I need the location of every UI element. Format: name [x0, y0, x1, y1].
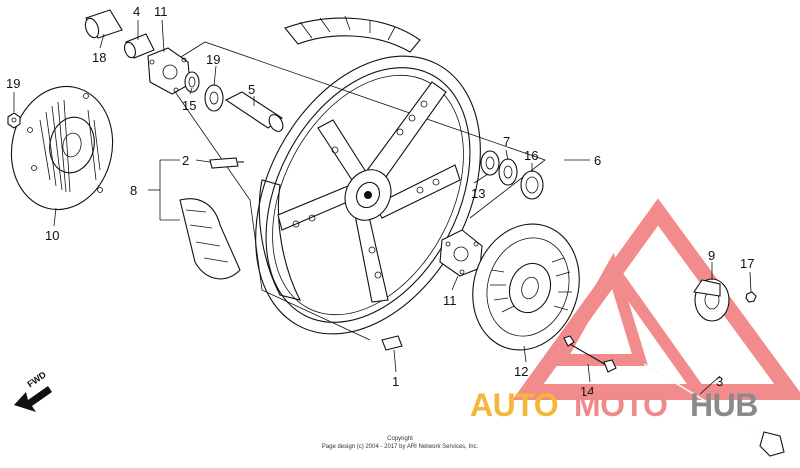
bearing-7 — [498, 158, 518, 186]
collar-4 — [124, 33, 155, 59]
callout-15: 19 — [6, 76, 20, 91]
callout-9: 9 — [708, 248, 715, 263]
fwd-label: FWD — [25, 369, 48, 389]
bolt-15 — [7, 112, 21, 129]
brake-disc-left — [10, 85, 114, 211]
copyright-line-1: Copyright — [387, 436, 413, 442]
tire-lower — [179, 198, 241, 280]
dust-seal-17 — [520, 170, 544, 200]
collar-14 — [84, 9, 123, 39]
copyright-line-2: Page design (c) 2004 - 2017 by ARI Netwo… — [322, 444, 479, 450]
watermark-text-moto: MOTO — [574, 387, 667, 423]
oil-seal-lower — [480, 150, 500, 176]
callout-11-upper: 11 — [154, 4, 168, 19]
callout-2: 2 — [182, 153, 189, 168]
wheel-hub — [344, 169, 392, 221]
callout-11-lower: 11 — [443, 293, 457, 308]
bearing-16 — [204, 84, 224, 112]
tire-upper — [284, 15, 421, 53]
callout-10: 10 — [45, 228, 59, 243]
callout-4: 4 — [133, 4, 140, 19]
bolt-13 — [563, 335, 617, 373]
forward-arrow-icon — [14, 386, 52, 412]
watermark-triangle-inner — [549, 252, 649, 366]
brake-disc-right — [472, 223, 580, 351]
callout-6: 6 — [594, 153, 601, 168]
speedometer-gearbox-9 — [693, 278, 730, 322]
callout-1: 1 — [392, 374, 399, 389]
distance-collar-5 — [224, 91, 284, 132]
forward-direction-indicator: FWD — [14, 369, 52, 412]
disc-hub-plate-lower — [439, 229, 483, 277]
watermark-stroke — [607, 264, 705, 396]
screw-18 — [745, 291, 757, 303]
callout-16: 15 — [182, 98, 196, 113]
callout-5: 5 — [248, 82, 255, 97]
oil-seal-upper — [184, 71, 200, 93]
balance-weight-1 — [381, 335, 403, 351]
callout-18: 17 — [740, 256, 754, 271]
watermark-text-auto: AUTO — [470, 387, 558, 423]
callout-13: 14 — [580, 384, 594, 399]
watermark-text-hub: HUB — [690, 387, 758, 423]
callout-17: 16 — [524, 148, 538, 163]
callout-3: 3 — [716, 374, 723, 389]
callout-19-upper: 19 — [206, 52, 220, 67]
watermark-text: AUTO MOTO HUB — [470, 387, 758, 423]
axle-3 — [643, 363, 785, 457]
callout-labels: 4 11 18 19 19 15 5 2 8 10 7 16 13 6 11 1… — [6, 4, 754, 399]
callout-14: 18 — [92, 50, 106, 65]
leader-lines — [13, 19, 752, 395]
callout-8: 8 — [130, 183, 137, 198]
assembly-frame-line — [159, 41, 546, 219]
callout-19-lower: 13 — [471, 186, 485, 201]
copyright-notice: Copyright Page design (c) 2004 - 2017 by… — [322, 436, 479, 450]
callout-7: 7 — [503, 134, 510, 149]
valve-2 — [209, 157, 244, 169]
callout-12: 12 — [514, 364, 528, 379]
